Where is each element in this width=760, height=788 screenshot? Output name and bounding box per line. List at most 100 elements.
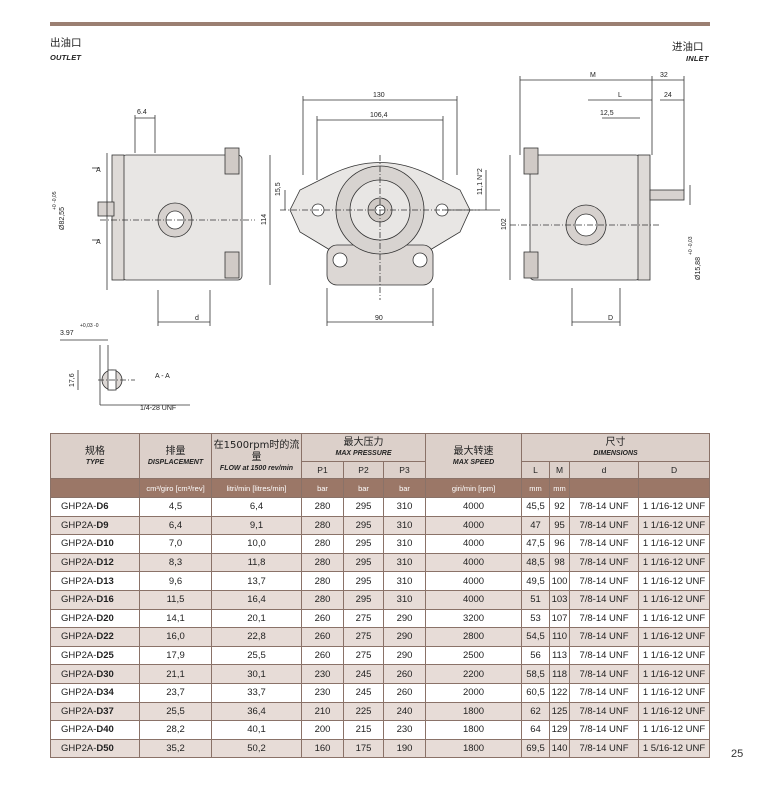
section-a-a (60, 339, 190, 406)
cell-p3: 290 (382, 608, 427, 629)
cell-M: 110 (549, 627, 571, 647)
unit-cell (638, 478, 711, 498)
cell-M: 140 (549, 738, 571, 759)
type-code: D13 (96, 575, 114, 587)
cell-p1: 230 (301, 682, 344, 703)
type-code: D12 (96, 557, 114, 569)
cell-disp: 25,5 (139, 701, 212, 722)
cell-disp: 9,6 (139, 571, 212, 591)
cell-type: GHP2A-D12 (50, 552, 140, 573)
cell-p3: 310 (382, 552, 427, 573)
dim-thread: 1/4-28 UNF (140, 405, 176, 412)
dim-M: M (590, 72, 596, 79)
cell-p2: 295 (343, 534, 384, 554)
cell-type: GHP2A-D25 (50, 645, 140, 666)
cell-speed: 2000 (425, 682, 523, 703)
cell-type: GHP2A-D40 (50, 720, 140, 740)
th-D: D (638, 461, 711, 479)
unit-cell (569, 478, 640, 498)
cell-flow: 11,8 (211, 552, 302, 573)
cell-p1: 260 (301, 627, 344, 647)
cell-L: 49,5 (521, 571, 551, 591)
cell-speed: 1800 (425, 738, 523, 759)
inlet-label-cn: 进油口 (672, 41, 704, 53)
cell-flow: 10,0 (211, 534, 302, 554)
cell-flow: 30,1 (211, 664, 302, 684)
cell-disp: 6,4 (139, 515, 212, 536)
cell-p2: 275 (343, 645, 384, 666)
unit-cell: bar (382, 478, 427, 498)
subheader-row: P1 P2 P3 L M d D (51, 461, 711, 479)
cell-p2: 275 (343, 627, 384, 647)
cell-M: 92 (549, 497, 571, 517)
cell-L: 45,5 (521, 497, 551, 517)
th-p3: P3 (382, 461, 427, 479)
cell-flow: 20,1 (211, 608, 302, 629)
cell-speed: 2800 (425, 627, 523, 647)
unit-cell: bar (301, 478, 344, 498)
dim-11-1: 11,1 N°2 (476, 168, 484, 195)
cell-flow: 16,4 (211, 589, 302, 610)
cell-D: 1 1/16-12 UNF (638, 701, 711, 722)
cell-speed: 4000 (425, 571, 523, 591)
unit-cell: bar (343, 478, 384, 498)
cell-L: 51 (521, 589, 551, 610)
cell-d: 7/8-14 UNF (569, 627, 640, 647)
cell-flow: 33,7 (211, 682, 302, 703)
cell-type: GHP2A-D16 (50, 589, 140, 610)
type-code: D6 (96, 501, 109, 513)
dim-6-4: 6.4 (137, 109, 147, 116)
cell-type: GHP2A-D20 (50, 608, 140, 629)
cell-L: 56 (521, 645, 551, 666)
dim-130: 130 (373, 92, 385, 99)
cell-p2: 215 (343, 720, 384, 740)
cell-type: GHP2A-D22 (50, 627, 140, 647)
cell-flow: 40,1 (211, 720, 302, 740)
section-label: A - A (155, 373, 170, 380)
th-p2: P2 (343, 461, 384, 479)
type-code: D9 (96, 519, 109, 531)
cell-D: 1 1/16-12 UNF (638, 627, 711, 647)
cell-D: 1 1/16-12 UNF (638, 497, 711, 517)
cell-type: GHP2A-D30 (50, 664, 140, 684)
cell-p1: 280 (301, 534, 344, 554)
th-L: L (521, 461, 551, 479)
cell-D: 1 1/16-12 UNF (638, 515, 711, 536)
dim-24: 24 (664, 92, 672, 99)
cell-disp: 35,2 (139, 738, 212, 759)
cell-p3: 310 (382, 515, 427, 536)
cell-D: 1 1/16-12 UNF (638, 552, 711, 573)
cell-p2: 245 (343, 682, 384, 703)
cell-d: 7/8-14 UNF (569, 701, 640, 722)
outlet-label-en: OUTLET (50, 53, 82, 62)
cell-p1: 160 (301, 738, 344, 759)
cell-p1: 210 (301, 701, 344, 722)
type-code: D10 (96, 538, 114, 550)
cell-L: 54,5 (521, 627, 551, 647)
cell-d: 7/8-14 UNF (569, 534, 640, 554)
cell-flow: 6,4 (211, 497, 302, 517)
type-prefix: GHP2A- (61, 575, 97, 587)
cell-p3: 310 (382, 497, 427, 517)
cell-p3: 230 (382, 720, 427, 740)
cell-L: 53 (521, 608, 551, 629)
cell-flow: 9,1 (211, 515, 302, 536)
dim-dia-right-tol: +0 -0,03 (688, 236, 694, 255)
cell-flow: 13,7 (211, 571, 302, 591)
cell-disp: 17,9 (139, 645, 212, 666)
unit-cell: cm³/giro [cm³/rev] (139, 478, 212, 498)
unit-cell (50, 478, 140, 498)
cell-p2: 295 (343, 515, 384, 536)
outlet-label-cn: 出油口 (50, 37, 82, 49)
cell-d: 7/8-14 UNF (569, 738, 640, 759)
type-prefix: GHP2A- (61, 631, 97, 643)
cell-L: 64 (521, 720, 551, 740)
cell-type: GHP2A-D37 (50, 701, 140, 722)
